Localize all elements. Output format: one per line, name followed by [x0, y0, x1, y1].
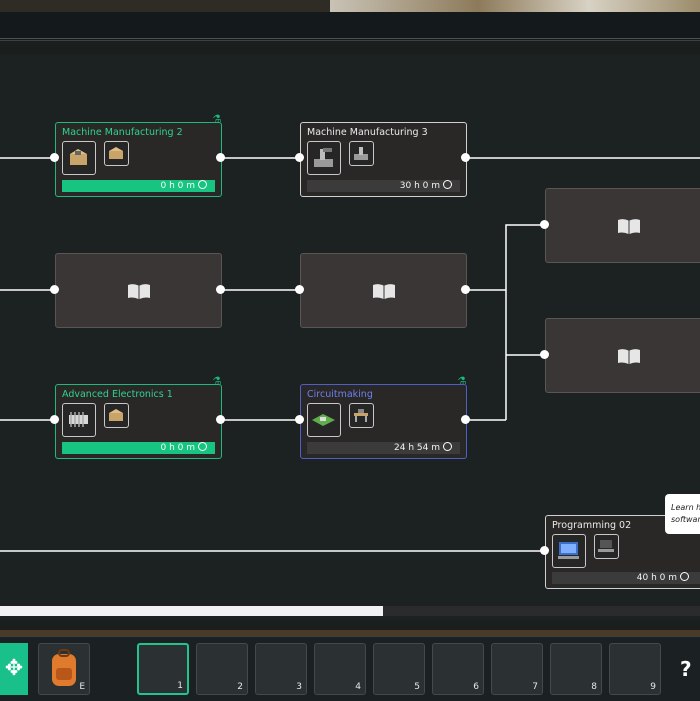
boxed-part-icon[interactable]: [104, 403, 129, 428]
backpack-slot[interactable]: E: [38, 643, 90, 695]
node-port[interactable]: [461, 153, 470, 162]
research-progress-bar: 0 h 0 m: [62, 442, 215, 454]
horizontal-scrollbar[interactable]: [0, 606, 700, 616]
tech-node-circuitmaking[interactable]: ⚗ Circuitmaking 24 h 54 m: [300, 376, 467, 459]
workbench-icon[interactable]: [349, 403, 374, 428]
node-port[interactable]: [295, 285, 304, 294]
robot-arm-icon[interactable]: [349, 141, 374, 166]
node-port[interactable]: [540, 220, 549, 229]
tech-node-locked[interactable]: [545, 188, 700, 263]
book-icon: [618, 348, 640, 364]
hotbar-slot-8[interactable]: 8: [550, 643, 602, 695]
keybind-label: E: [79, 682, 85, 692]
clock-icon: [198, 180, 207, 189]
scrollbar-thumb[interactable]: [0, 606, 383, 616]
node-port[interactable]: [295, 415, 304, 424]
research-time: 30 h 0 m: [399, 181, 440, 191]
hotbar: ✥ E 1 2 3 4 5 6 7 8 9 ?: [0, 636, 700, 701]
background-strip: [0, 0, 700, 12]
tech-node-machine-manufacturing-2[interactable]: ⚗ Machine Manufacturing 2 0 h 0 m: [55, 114, 222, 197]
research-progress-bar: 40 h 0 m: [552, 572, 700, 584]
node-port[interactable]: [50, 415, 59, 424]
node-port[interactable]: [50, 285, 59, 294]
clock-icon: [198, 442, 207, 451]
tech-node-locked[interactable]: [55, 253, 222, 328]
node-title: Machine Manufacturing 2: [62, 127, 183, 138]
hotbar-slot-9[interactable]: 9: [609, 643, 661, 695]
node-port[interactable]: [461, 285, 470, 294]
book-icon: [618, 218, 640, 234]
node-title: Advanced Electronics 1: [62, 389, 173, 400]
node-port[interactable]: [461, 415, 470, 424]
move-arrows-icon[interactable]: ✥: [0, 643, 28, 695]
node-port[interactable]: [540, 546, 549, 555]
research-time: 0 h 0 m: [160, 181, 195, 191]
node-title: Machine Manufacturing 3: [307, 127, 428, 138]
tech-tree-header: [0, 12, 700, 41]
boxed-part-icon[interactable]: [62, 141, 96, 175]
research-progress-bar: 24 h 54 m: [307, 442, 460, 454]
tooltip-line: softwar: [671, 515, 700, 524]
flask-icon: ⚗: [457, 376, 467, 387]
node-port[interactable]: [50, 153, 59, 162]
hotbar-slot-5[interactable]: 5: [373, 643, 425, 695]
book-icon: [127, 283, 150, 299]
clock-icon: [680, 572, 689, 581]
flask-icon: ⚗: [212, 376, 222, 387]
node-port[interactable]: [295, 153, 304, 162]
circuit-board-icon[interactable]: [307, 403, 341, 437]
tech-node-locked[interactable]: [300, 253, 467, 328]
tech-node-machine-manufacturing-3[interactable]: Machine Manufacturing 3 30 h 0 m: [300, 122, 467, 197]
flask-icon: ⚗: [212, 114, 222, 125]
node-port[interactable]: [540, 350, 549, 359]
research-time: 40 h 0 m: [636, 573, 677, 583]
hotbar-slot-6[interactable]: 6: [432, 643, 484, 695]
computer-icon[interactable]: [552, 534, 586, 568]
research-progress-bar: 0 h 0 m: [62, 180, 215, 192]
clock-icon: [443, 442, 452, 451]
hotbar-slot-1[interactable]: 1: [137, 643, 189, 695]
laptop-icon[interactable]: [594, 534, 619, 559]
book-icon: [372, 283, 395, 299]
tech-node-advanced-electronics-1[interactable]: ⚗ Advanced Electronics 1 0 h 0 m: [55, 376, 222, 459]
node-port[interactable]: [216, 153, 225, 162]
hotbar-slot-2[interactable]: 2: [196, 643, 248, 695]
robot-arm-icon[interactable]: [307, 141, 341, 175]
node-tooltip: Learn h softwar: [665, 494, 700, 534]
clock-icon: [443, 180, 452, 189]
help-button[interactable]: ?: [680, 657, 692, 681]
tech-node-locked[interactable]: [545, 318, 700, 393]
hotbar-slot-7[interactable]: 7: [491, 643, 543, 695]
node-title: Programming 02: [552, 520, 632, 531]
hotbar-slot-3[interactable]: 3: [255, 643, 307, 695]
research-time: 0 h 0 m: [160, 443, 195, 453]
research-time: 24 h 54 m: [394, 443, 440, 453]
hotbar-slot-4[interactable]: 4: [314, 643, 366, 695]
node-title: Circuitmaking: [307, 389, 373, 400]
research-progress-bar: 30 h 0 m: [307, 180, 460, 192]
boxed-part-icon[interactable]: [104, 141, 129, 166]
node-port[interactable]: [216, 285, 225, 294]
backpack-icon: [52, 649, 76, 686]
background-strip: [0, 630, 700, 640]
node-port[interactable]: [216, 415, 225, 424]
chip-icon[interactable]: [62, 403, 96, 437]
tooltip-line: Learn h: [671, 503, 700, 512]
scene-glimpse: [330, 0, 700, 12]
